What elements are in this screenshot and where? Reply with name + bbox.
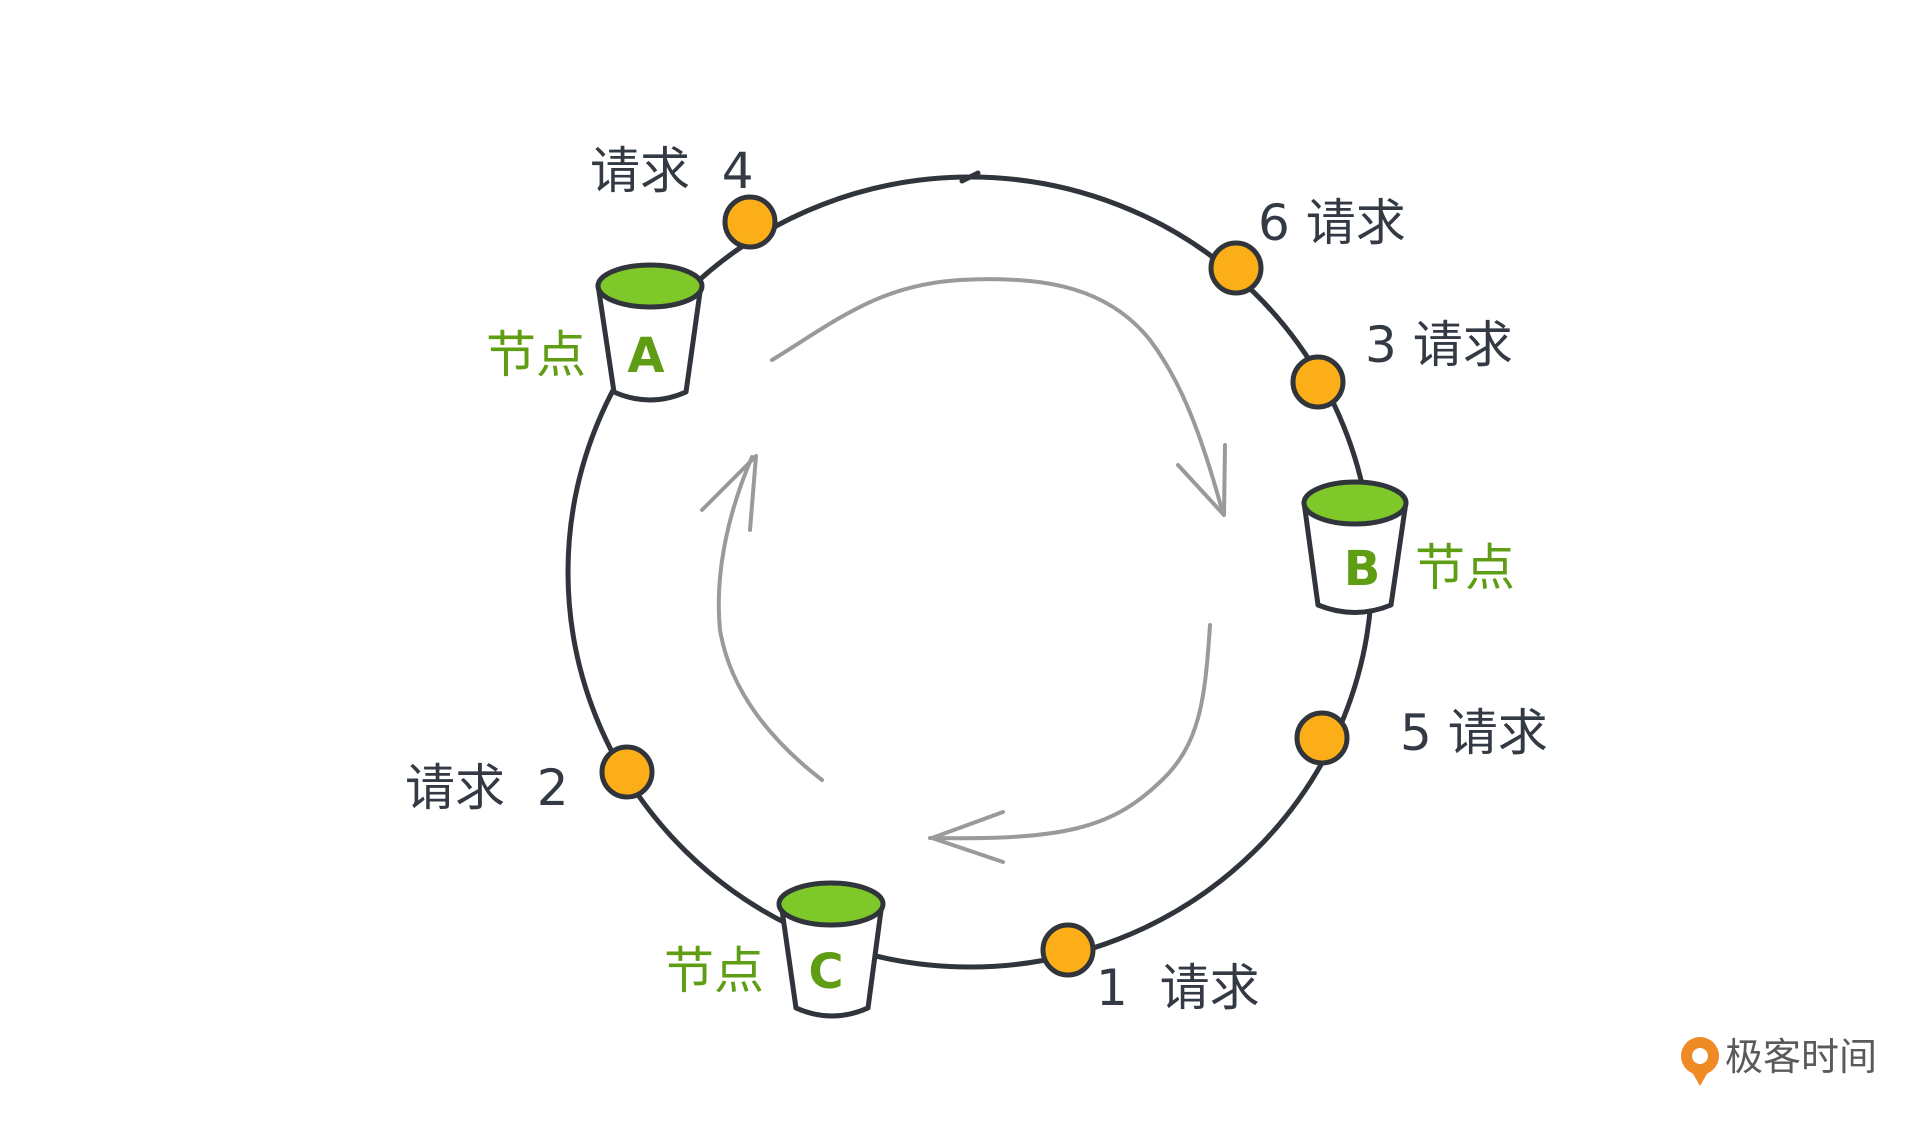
- brand-name: 极客时间: [1725, 1035, 1877, 1079]
- clockwise-flow-arrows: [700, 277, 1227, 864]
- node-c-letter: C: [808, 944, 843, 1000]
- request-dots: [599, 194, 1350, 978]
- flow-arrow-left: [716, 455, 824, 782]
- ring-top-tick: [959, 170, 981, 184]
- node-a-letter: A: [627, 328, 664, 384]
- request-dot-5: [1294, 710, 1350, 766]
- request-label-4: 请求 4: [590, 142, 754, 200]
- bucket-top-ellipse: [1301, 479, 1409, 527]
- bucket-body: [595, 282, 704, 403]
- node-b-letter: B: [1344, 541, 1381, 597]
- node-a-label: 节点: [486, 326, 586, 384]
- node-b-bucket: B: [1301, 479, 1409, 615]
- flow-arrow-top-head: [1176, 443, 1227, 517]
- bucket-top-ellipse: [776, 880, 886, 928]
- flow-arrow-left-head: [700, 454, 758, 532]
- request-dot-3: [1290, 354, 1346, 410]
- flow-arrow-top: [770, 277, 1224, 512]
- node-c-bucket: C: [776, 880, 886, 1019]
- request-dot-6: [1208, 240, 1264, 296]
- bucket-body: [778, 900, 885, 1019]
- bucket-top-ellipse: [595, 262, 705, 310]
- geektime-logo-icon: [1681, 1037, 1719, 1086]
- request-dot-1: [1040, 922, 1096, 978]
- bucket-body: [1301, 499, 1409, 615]
- request-label-2: 请求 2: [405, 759, 569, 817]
- node-a-bucket: A: [595, 262, 705, 403]
- flow-arrow-right-head: [930, 810, 1005, 864]
- request-label-3: 3 请求: [1365, 316, 1513, 374]
- flow-arrow-right: [928, 623, 1212, 841]
- request-dot-4: [722, 194, 778, 250]
- request-label-1: 1 请求: [1096, 959, 1260, 1017]
- request-label-6: 6 请求: [1258, 194, 1406, 252]
- node-c-label: 节点: [664, 942, 764, 1000]
- node-b-label: 节点: [1415, 539, 1515, 597]
- brand-watermark: 极客时间: [1681, 1035, 1877, 1086]
- request-label-5: 5 请求: [1400, 704, 1548, 762]
- request-dot-2: [599, 744, 655, 800]
